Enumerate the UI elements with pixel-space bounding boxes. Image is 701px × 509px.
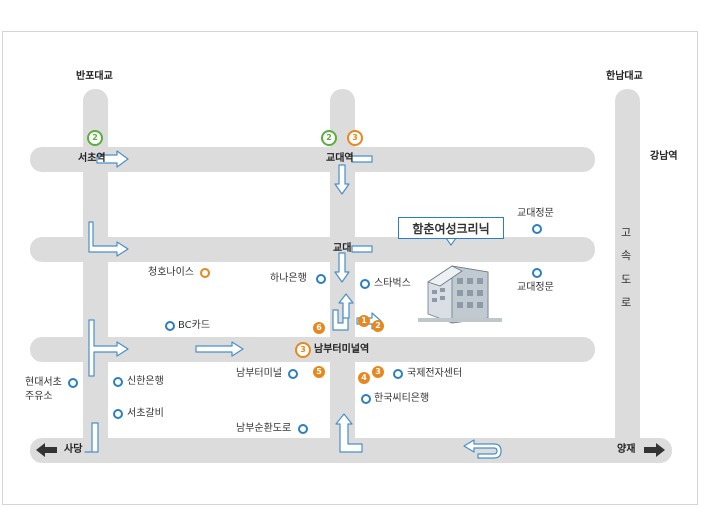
starbucks-label: 스타벅스 xyxy=(374,278,411,289)
clinic-callout: 함춘여성크리닉 xyxy=(398,217,504,239)
bc-card-poi-icon xyxy=(165,321,175,331)
nambu-ring-road-poi-icon xyxy=(298,424,308,434)
hyundai-seocho-label: 현대서초 xyxy=(25,377,62,388)
expressway-char: 고 xyxy=(621,226,632,239)
arrow-yangjae-east-icon xyxy=(644,443,665,457)
shinhan-bank-label: 신한은행 xyxy=(127,376,164,387)
arrow-sadang-west-icon xyxy=(36,443,57,457)
expressway-char: 로 xyxy=(621,296,632,309)
international-electronics-label: 국제전자센터 xyxy=(407,368,463,379)
seocho-galbi-poi-icon xyxy=(113,409,123,419)
subway-line-3-icon: 3 xyxy=(295,342,311,358)
nambu-terminal-label: 남부터미널 xyxy=(236,368,282,379)
arrow-nambu-up xyxy=(338,293,354,319)
nambu-terminal-poi-icon xyxy=(288,369,298,379)
clinic-building xyxy=(418,265,502,324)
expressway-char: 도 xyxy=(621,273,632,286)
subway-line-3-icon: 3 xyxy=(347,130,363,146)
nambu-ring-road-label: 남부순환도로 xyxy=(236,423,292,434)
hana-bank-poi-icon xyxy=(316,274,326,284)
hana-bank-label: 하나은행 xyxy=(270,273,307,284)
gyodae-label: 교대 xyxy=(333,243,352,254)
starbucks-poi-icon xyxy=(360,279,370,289)
direction-arrows xyxy=(36,443,665,457)
nambu-terminal-station-label: 남부터미널역 xyxy=(314,344,370,355)
cheongho-nice-poi-icon xyxy=(200,268,210,278)
arrow-bc-east xyxy=(195,341,244,357)
arrow-seocho-turn xyxy=(88,221,129,257)
arrow-seocho-east xyxy=(96,150,129,168)
international-electronics-poi-icon xyxy=(393,369,403,379)
arrow-gyodae-down-2 xyxy=(334,252,350,283)
exit-number-badge: 3 xyxy=(372,366,384,378)
arrow-ring-uturn xyxy=(463,439,502,459)
seocho-station-label: 서초역 xyxy=(78,153,106,164)
gyodae-gate-poi-icon xyxy=(532,224,542,234)
arrow-banpo-east xyxy=(88,319,129,377)
korea-citibank-poi-icon xyxy=(361,394,371,404)
gangnam-station-label: 강남역 xyxy=(650,151,678,162)
yangjae-label: 양재 xyxy=(617,444,636,455)
arrow-ring-up xyxy=(335,413,363,453)
exit-number-badge: 2 xyxy=(372,320,384,332)
arrow-gyodae-east xyxy=(351,245,373,253)
korea-citibank-label: 한국씨티은행 xyxy=(374,393,430,404)
arrow-gyodae-station-east xyxy=(351,155,373,163)
exit-number-badge: 1 xyxy=(358,315,370,327)
gyodae-gate-label: 교대정문 xyxy=(517,208,554,219)
expressway-char: 속 xyxy=(621,249,632,262)
exit-number-badge: 5 xyxy=(313,366,325,378)
gyodae-gate-poi-icon xyxy=(532,268,542,278)
exit-number-badge: 6 xyxy=(313,322,325,334)
gyodae-gate-label: 교대정문 xyxy=(517,282,554,293)
gas-station-label: 주유소 xyxy=(25,391,53,402)
hannam-bridge-label: 한남대교 xyxy=(606,71,643,82)
arrow-sadang-up xyxy=(84,422,99,453)
gyodae-station-label: 교대역 xyxy=(326,153,354,164)
exit-number-badge: 4 xyxy=(358,372,370,384)
sadang-label: 사당 xyxy=(64,444,83,455)
map-frame xyxy=(2,31,698,505)
road-hannam-vertical xyxy=(615,89,640,463)
banpo-bridge-label: 반포대교 xyxy=(76,71,113,82)
subway-line-2-icon: 2 xyxy=(321,130,337,146)
seocho-galbi-label: 서초갈비 xyxy=(127,408,164,419)
shinhan-bank-poi-icon xyxy=(113,377,123,387)
hyundai-seocho-poi-icon xyxy=(68,378,78,388)
arrow-gyodae-down xyxy=(334,164,350,195)
cheongho-nice-label: 청호나이스 xyxy=(148,267,194,278)
bc-card-label: BC카드 xyxy=(178,320,211,331)
subway-line-2-icon: 2 xyxy=(87,130,103,146)
